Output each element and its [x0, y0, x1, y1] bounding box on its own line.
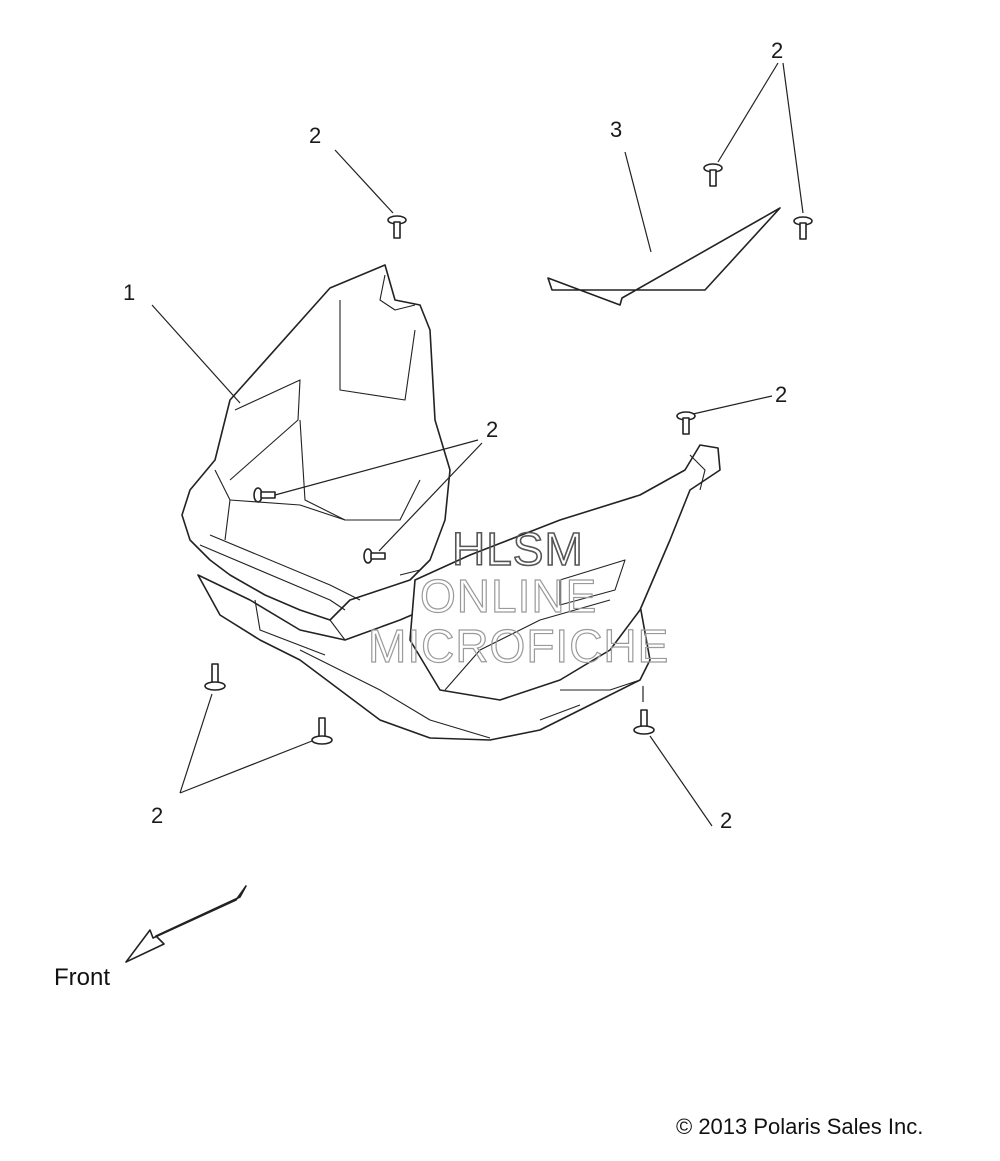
callout-2-top-left: 2	[309, 123, 321, 148]
fastener-inner-b	[363, 548, 386, 564]
callout-2-right-mid: 2	[775, 382, 787, 407]
fastener-bottom-right	[633, 709, 655, 735]
callout-3: 3	[610, 117, 622, 142]
front-label: Front	[54, 964, 111, 991]
fastener-top-right-a	[703, 163, 723, 187]
watermark: HLSM ONLINE MICROFICHE	[367, 522, 669, 672]
callout-2-top-right: 2	[771, 38, 783, 63]
fastener-bottom-left-b	[311, 717, 333, 745]
callout-2-inner: 2	[486, 417, 498, 442]
leader-lines	[151, 62, 804, 827]
panel-part-3	[547, 207, 781, 306]
fastener-top-left	[387, 215, 407, 239]
copyright-notice: © 2013 Polaris Sales Inc.	[676, 1114, 924, 1139]
watermark-line-1: HLSM	[452, 523, 584, 575]
fastener-top-right-b	[793, 216, 813, 240]
fastener-inner-a	[253, 487, 276, 503]
watermark-line-3: MICROFICHE	[368, 620, 669, 672]
fastener-bottom-left-a	[204, 663, 226, 691]
fastener-right-mid	[676, 411, 696, 435]
callout-2-bottom-left: 2	[151, 803, 163, 828]
watermark-line-2: ONLINE	[420, 570, 597, 622]
front-arrow-icon	[125, 885, 247, 963]
fascia-left	[181, 264, 451, 621]
callout-1: 1	[123, 280, 135, 305]
callout-2-bottom-right: 2	[720, 808, 732, 833]
fascia-right-wing	[409, 444, 721, 701]
